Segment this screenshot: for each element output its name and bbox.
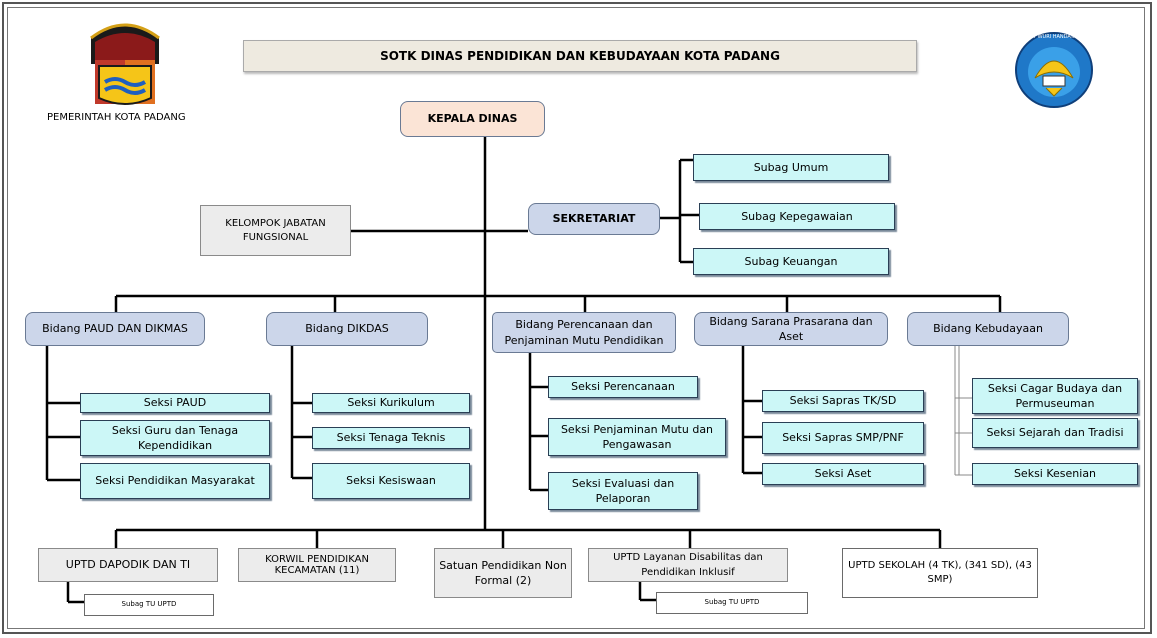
seksi-kesiswaan-box: Seksi Kesiswaan xyxy=(312,463,470,499)
seksi-penjaminan-mutu-box: Seksi Penjaminan Mutu dan Pengawasan xyxy=(548,418,726,456)
seksi-sapras-smp-box: Seksi Sapras SMP/PNF xyxy=(762,422,924,454)
seksi-guru-box: Seksi Guru dan Tenaga Kependidikan xyxy=(80,420,270,456)
korwil-box: KORWIL PENDIDIKAN KECAMATAN (11) xyxy=(238,548,396,582)
right-logo-text: TUT WURI HANDAYANI xyxy=(1026,34,1082,40)
bidang-kebudayaan-box: Bidang Kebudayaan xyxy=(907,312,1069,346)
subag-umum-box: Subag Umum xyxy=(693,154,889,181)
seksi-perencanaan-box: Seksi Perencanaan xyxy=(548,376,698,398)
inner-frame xyxy=(7,7,1145,629)
seksi-kurikulum-box: Seksi Kurikulum xyxy=(312,393,470,413)
sekretariat-box: SEKRETARIAT xyxy=(528,203,660,235)
subag-tu-uptd-1-box: Subag TU UPTD xyxy=(84,594,214,616)
kepala-dinas-box: KEPALA DINAS xyxy=(400,101,545,137)
seksi-kesenian-box: Seksi Kesenian xyxy=(972,463,1138,485)
subag-kepegawaian-box: Subag Kepegawaian xyxy=(699,203,895,230)
seksi-aset-box: Seksi Aset xyxy=(762,463,924,485)
seksi-cagar-budaya-box: Seksi Cagar Budaya dan Permuseuman xyxy=(972,378,1138,414)
kelompok-jabatan-box: KELOMPOK JABATAN FUNGSIONAL xyxy=(200,205,351,256)
subag-tu-uptd-2-box: Subag TU UPTD xyxy=(656,592,808,614)
seksi-sapras-tksd-box: Seksi Sapras TK/SD xyxy=(762,390,924,412)
left-logo-caption: PEMERINTAH KOTA PADANG xyxy=(47,112,186,123)
seksi-sejarah-box: Seksi Sejarah dan Tradisi xyxy=(972,418,1138,448)
bidang-perencanaan-box: Bidang Perencanaan dan Penjaminan Mutu P… xyxy=(492,312,676,353)
satuan-pnf-box: Satuan Pendidikan Non Formal (2) xyxy=(434,548,572,598)
seksi-paud-box: Seksi PAUD xyxy=(80,393,270,413)
seksi-pendidikan-masyarakat-box: Seksi Pendidikan Masyarakat xyxy=(80,463,270,499)
padang-city-emblem xyxy=(85,20,165,108)
bidang-sarpras-box: Bidang Sarana Prasarana dan Aset xyxy=(694,312,888,346)
chart-title: SOTK DINAS PENDIDIKAN DAN KEBUDAYAAN KOT… xyxy=(243,40,917,72)
uptd-dapodik-box: UPTD DAPODIK DAN TI xyxy=(38,548,218,582)
subag-keuangan-box: Subag Keuangan xyxy=(693,248,889,275)
seksi-tenaga-teknis-box: Seksi Tenaga Teknis xyxy=(312,427,470,449)
bidang-paud-box: Bidang PAUD DAN DIKMAS xyxy=(25,312,205,346)
seksi-evaluasi-box: Seksi Evaluasi dan Pelaporan xyxy=(548,472,698,510)
uptd-disabilitas-box: UPTD Layanan Disabilitas dan Pendidikan … xyxy=(588,548,788,582)
tut-wuri-handayani-icon: TUT WURI HANDAYANI xyxy=(1013,30,1095,110)
uptd-sekolah-box: UPTD SEKOLAH (4 TK), (341 SD), (43 SMP) xyxy=(842,548,1038,598)
bidang-dikdas-box: Bidang DIKDAS xyxy=(266,312,428,346)
